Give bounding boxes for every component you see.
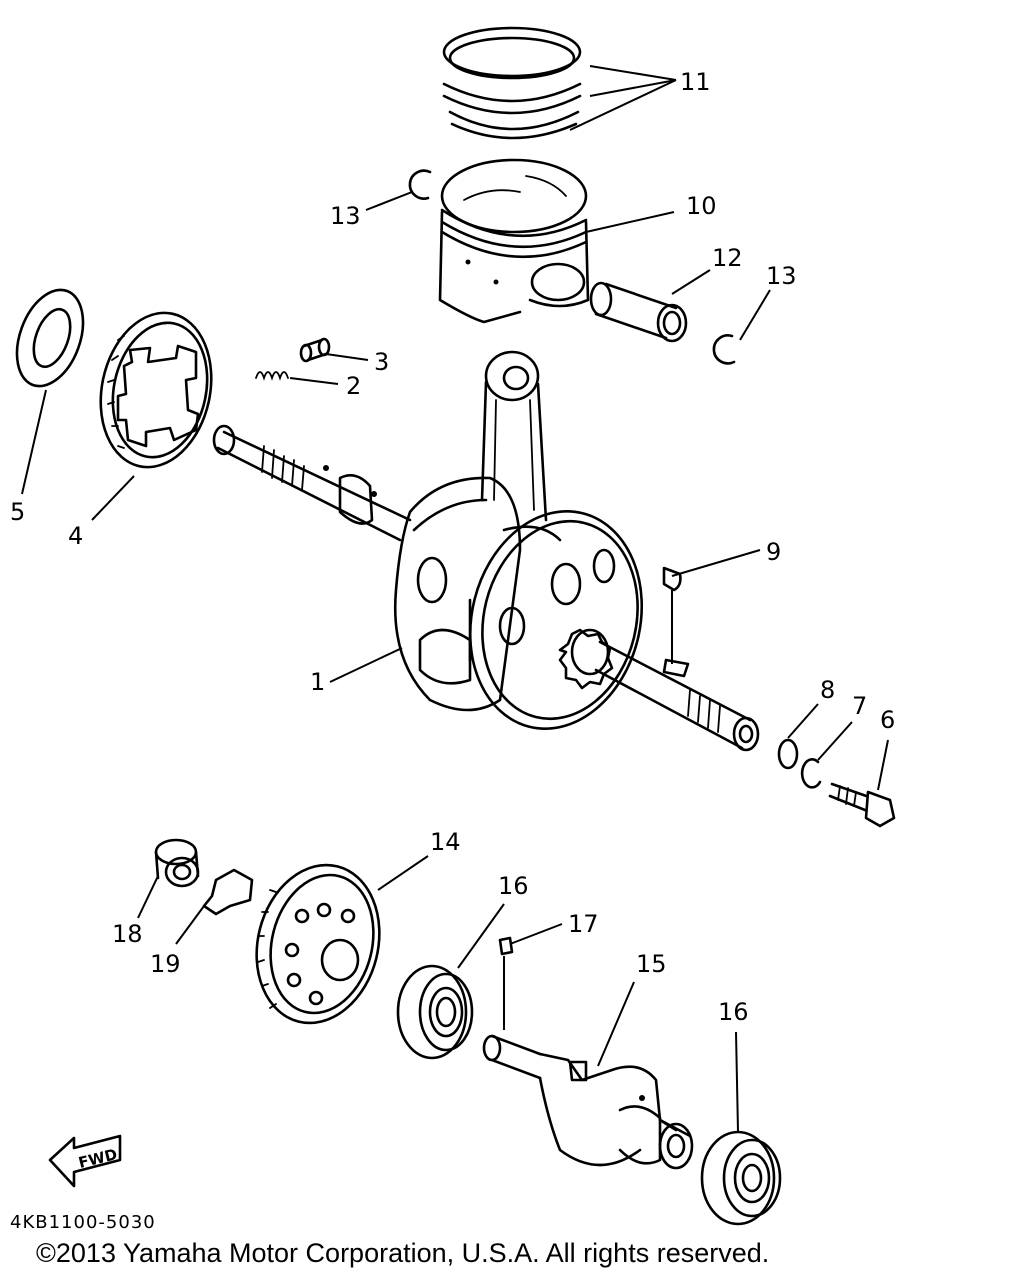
washer bbox=[777, 738, 799, 770]
thrust-washer bbox=[15, 288, 85, 388]
callout-2: 2 bbox=[346, 372, 361, 400]
callout-3: 3 bbox=[374, 348, 389, 376]
callout-13: 13 bbox=[330, 202, 361, 230]
lock-plate bbox=[202, 868, 254, 916]
callout-16: 16 bbox=[498, 872, 529, 900]
balancer-shaft bbox=[482, 1034, 694, 1170]
copyright-notice: ©2013 Yamaha Motor Corporation, U.S.A. A… bbox=[36, 1238, 770, 1268]
key bbox=[498, 936, 514, 956]
circlip-left bbox=[408, 169, 432, 200]
callout-13: 13 bbox=[766, 262, 797, 290]
bearing-lower bbox=[700, 1130, 782, 1226]
callout-14: 14 bbox=[430, 828, 461, 856]
callout-19: 19 bbox=[150, 950, 181, 978]
leader-lines bbox=[21, 65, 889, 1133]
bearing-upper bbox=[396, 964, 474, 1060]
callout-4: 4 bbox=[68, 522, 83, 550]
diagram-code: 4KB1100-5030 bbox=[10, 1212, 156, 1233]
piston-rings bbox=[442, 26, 582, 140]
callout-1: 1 bbox=[310, 668, 325, 696]
drive-gear bbox=[99, 311, 213, 469]
callout-12: 12 bbox=[712, 244, 743, 272]
piston-pin bbox=[589, 281, 688, 343]
circlip-right bbox=[712, 334, 736, 365]
callout-18: 18 bbox=[112, 920, 143, 948]
lock-washer bbox=[800, 758, 822, 789]
callout-15: 15 bbox=[636, 950, 667, 978]
callout-9: 9 bbox=[766, 538, 781, 566]
callout-6: 6 bbox=[880, 706, 895, 734]
callout-16: 16 bbox=[718, 998, 749, 1026]
fwd-label: FWD bbox=[77, 1145, 119, 1172]
crankshaft-assembly bbox=[212, 350, 760, 752]
callout-7: 7 bbox=[852, 692, 867, 720]
woodruff-key bbox=[662, 566, 682, 592]
balancer-drive-gear bbox=[255, 863, 381, 1025]
callout-5: 5 bbox=[10, 498, 25, 526]
bolt bbox=[828, 782, 896, 828]
forward-arrow-icon: FWD bbox=[48, 1134, 122, 1188]
collar bbox=[154, 838, 200, 888]
dowel-pin bbox=[299, 337, 331, 363]
callout-labels: 11 13 10 12 13 3 2 5 4 1 9 8 7 6 14 16 1… bbox=[10, 68, 895, 1026]
callout-8: 8 bbox=[820, 676, 835, 704]
callout-11: 11 bbox=[680, 68, 711, 96]
callout-10: 10 bbox=[686, 192, 717, 220]
piston bbox=[438, 158, 590, 324]
callout-17: 17 bbox=[568, 910, 599, 938]
spring bbox=[255, 371, 289, 381]
